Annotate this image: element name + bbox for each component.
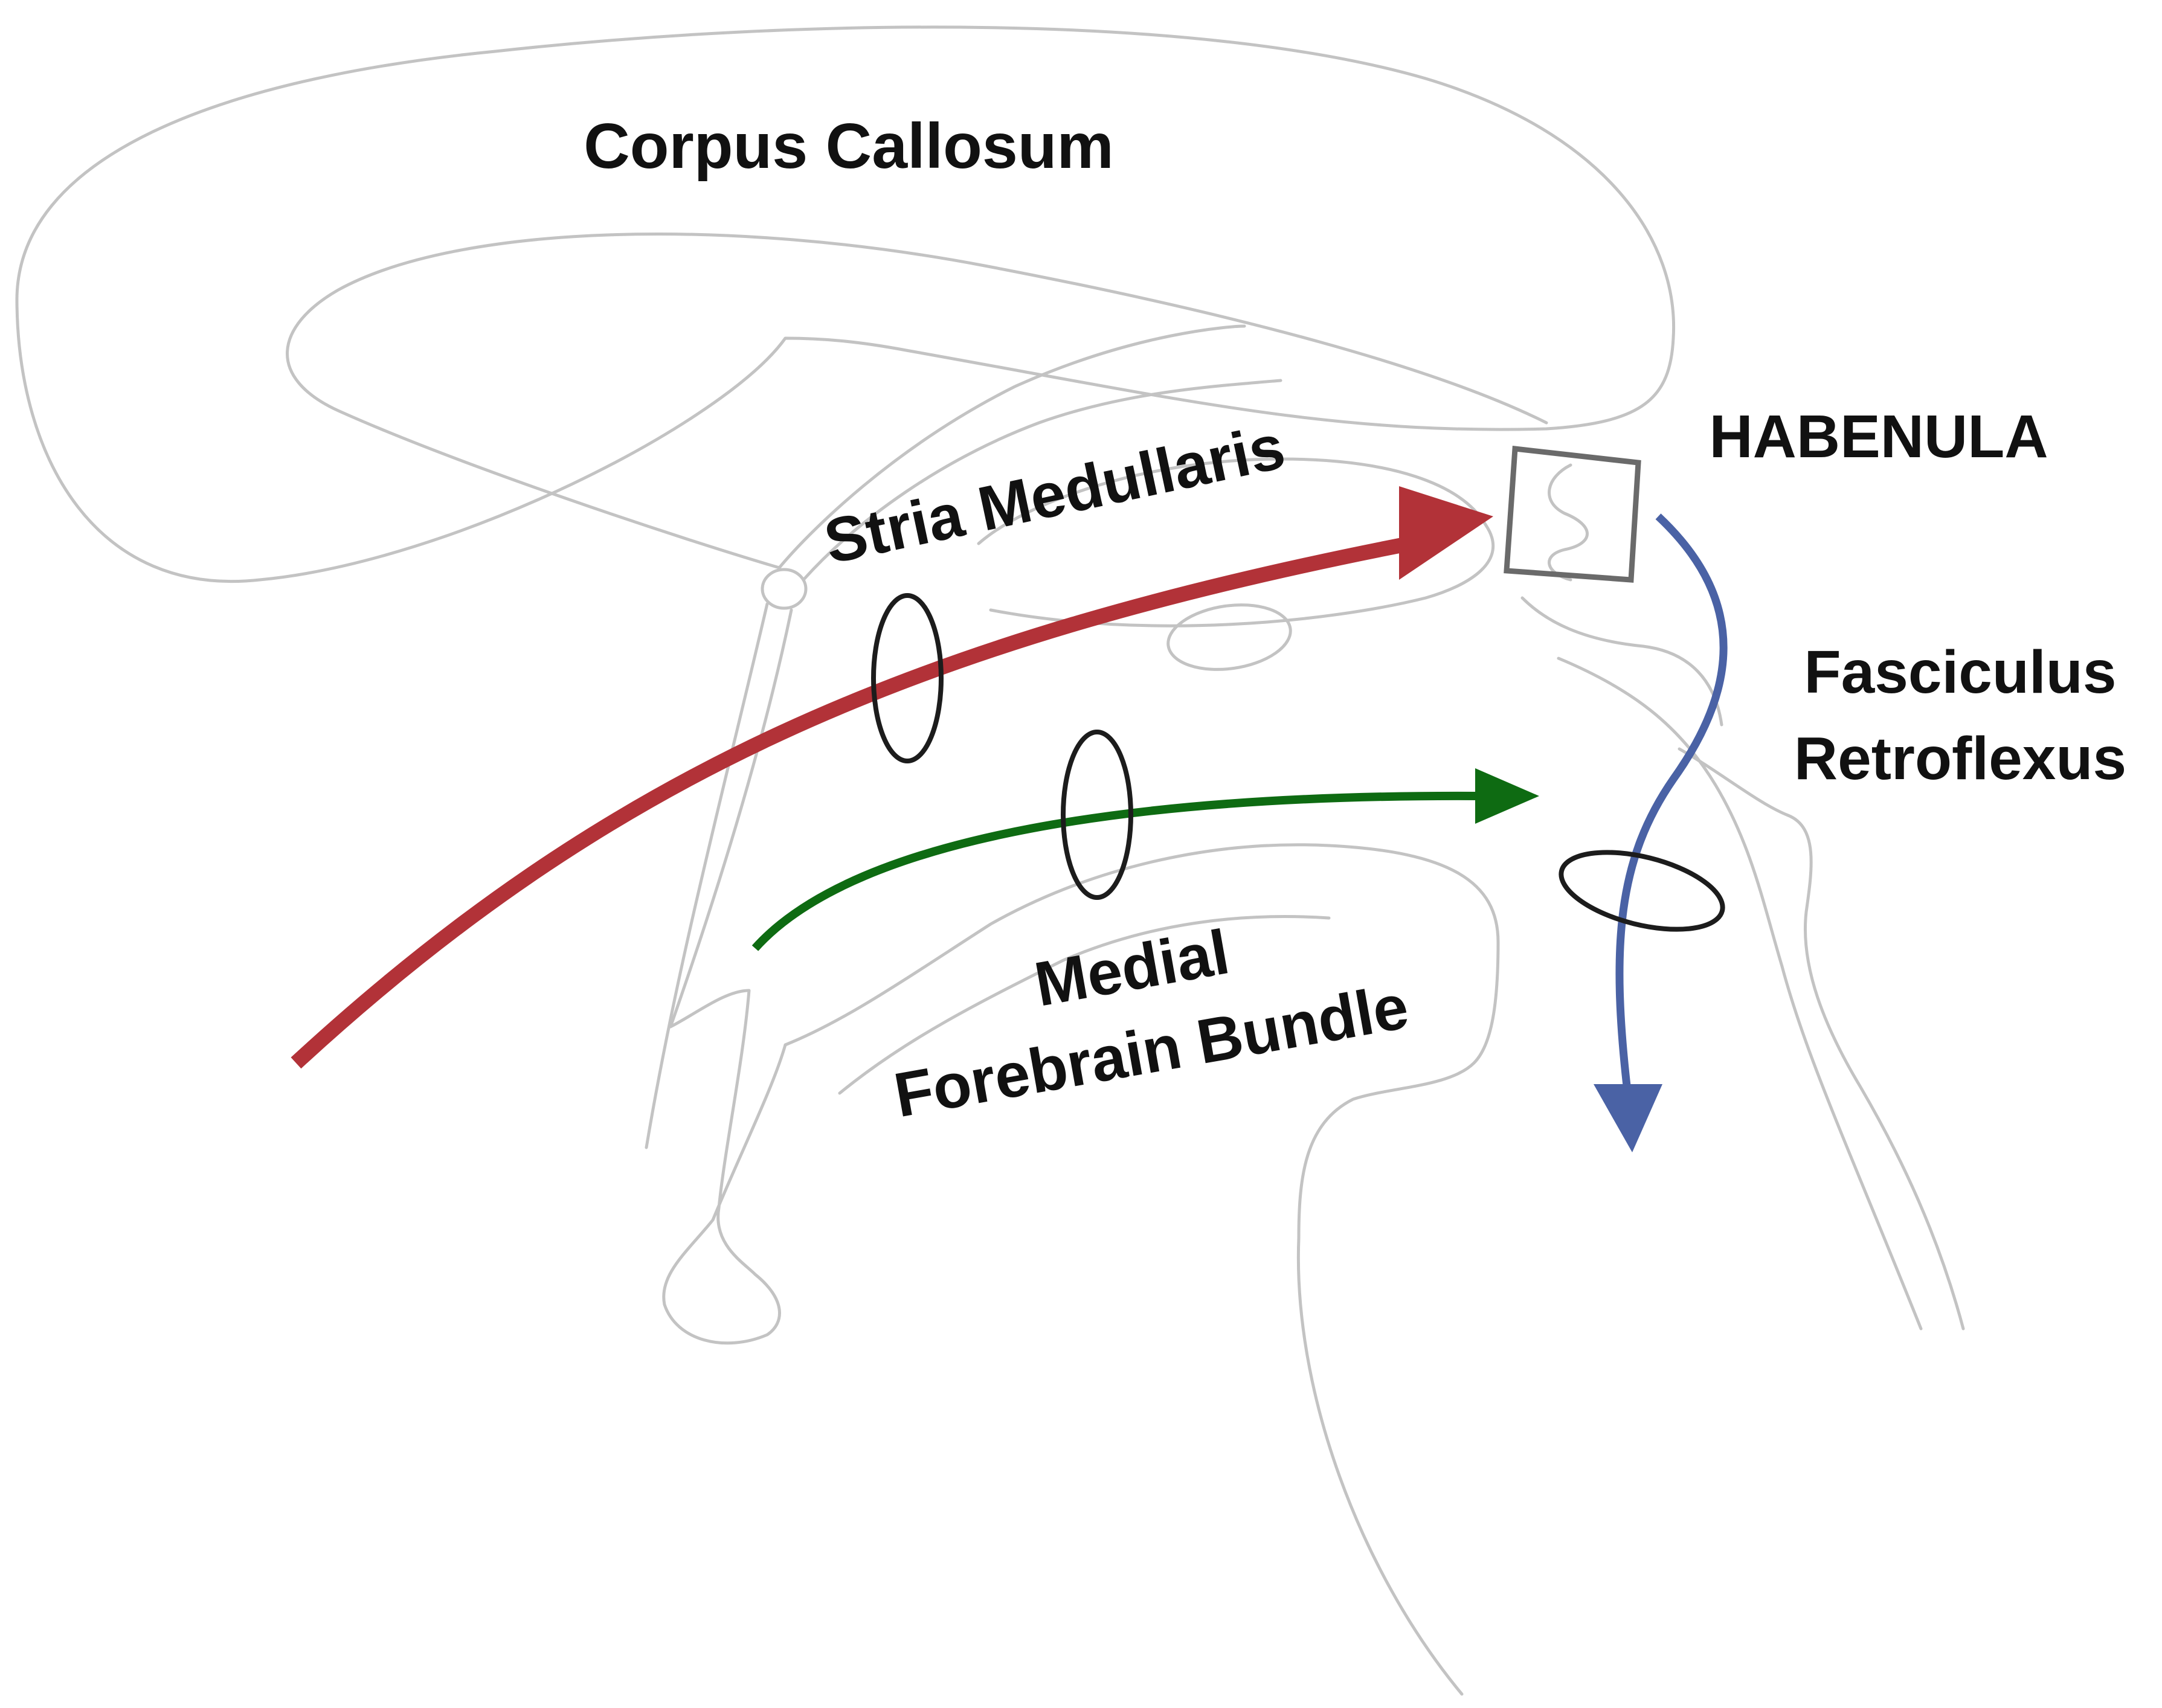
fasciculus-retroflexus-arrow xyxy=(1594,513,1728,1152)
fornix xyxy=(777,324,1246,570)
anterior-commissure xyxy=(761,568,808,610)
habenula-outline xyxy=(1548,463,1589,582)
mfb-arrowhead xyxy=(1475,768,1539,824)
label-retroflexus: Retroflexus xyxy=(1794,725,2126,792)
hypothalamic-sulcus xyxy=(838,915,1331,1095)
stria-medullaris-shaft xyxy=(291,533,1427,1069)
stria-medullaris-arrowhead xyxy=(1399,486,1493,580)
label-habenula: HABENULA xyxy=(1709,403,2048,470)
thalamus-outline xyxy=(977,457,1495,628)
stria-medullaris-arrow xyxy=(291,486,1493,1069)
fasciculus-shaft xyxy=(1615,513,1728,1097)
hypothalamus-floor xyxy=(783,843,1500,1696)
fasciculus-arrowhead xyxy=(1594,1084,1662,1152)
fasciculus-ring xyxy=(1559,850,1725,932)
interthalamic-adhesion xyxy=(1166,603,1292,671)
label-corpus-callosum: Corpus Callosum xyxy=(584,111,1114,182)
corpus-callosum-outer xyxy=(15,25,1676,583)
corpus-callosum-inner xyxy=(286,233,1548,570)
medial-forebrain-bundle-arrow xyxy=(751,768,1539,951)
brainstem-posterior xyxy=(1678,747,1965,1331)
label-stria-medullaris: Stria Medullaris xyxy=(819,412,1291,577)
habenula-box xyxy=(1504,446,1641,583)
fornix-inner xyxy=(802,379,1282,582)
stria-medullaris-ring xyxy=(871,593,944,763)
mfb-shaft xyxy=(751,791,1481,951)
mfb-ring xyxy=(1061,730,1133,900)
label-fasciculus: Fasciculus xyxy=(1804,638,2117,706)
habenula-region xyxy=(1520,596,1723,727)
midbrain-tegmentum xyxy=(1557,657,1923,1331)
label-medial: Medial xyxy=(1029,917,1234,1019)
third-ventricle xyxy=(645,602,769,1149)
brain-outline xyxy=(15,25,1965,1696)
lamina-terminalis xyxy=(662,608,793,1345)
